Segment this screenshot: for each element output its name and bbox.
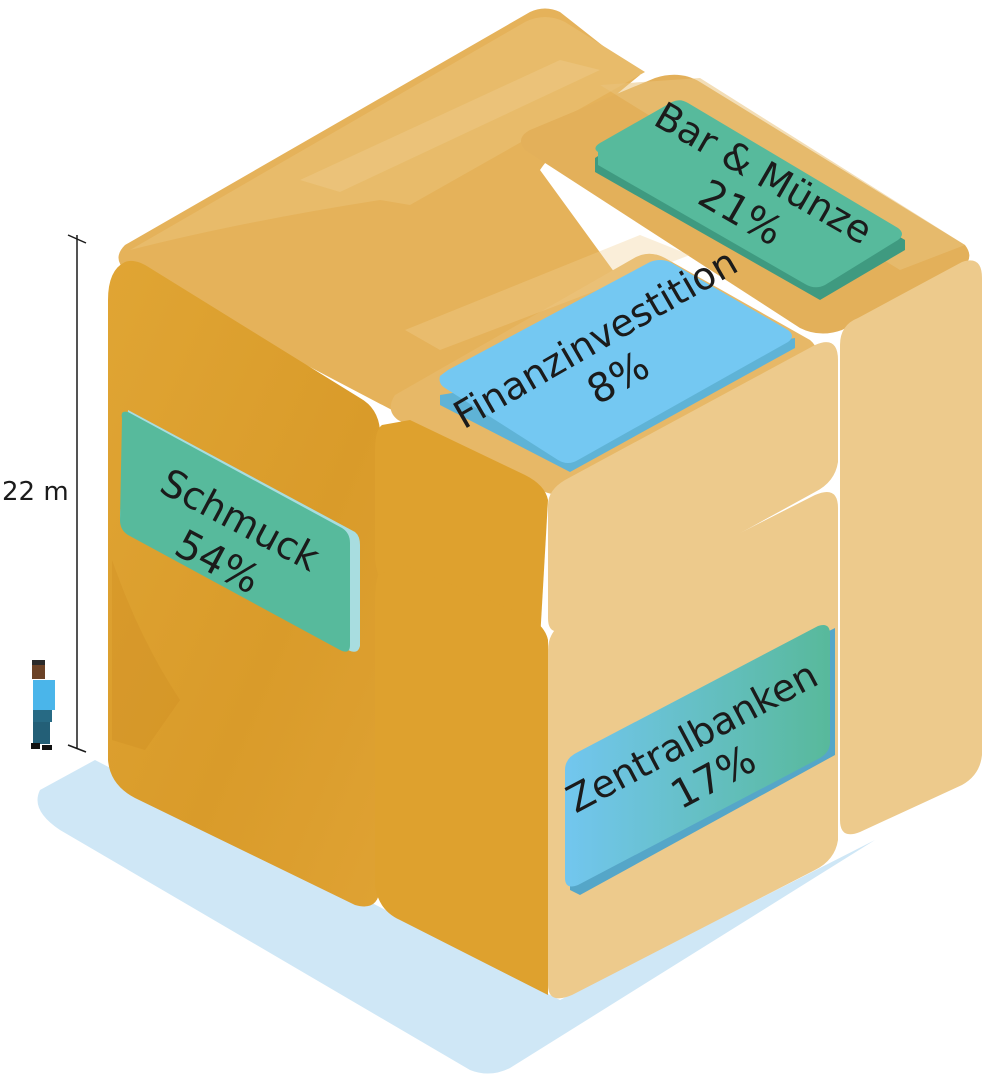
left-face xyxy=(108,260,548,995)
panel-zentralbanken-face xyxy=(565,625,830,887)
height-scale: 22 m xyxy=(2,234,87,753)
panel-bar-muenze-face xyxy=(595,100,902,288)
height-label: 22 m xyxy=(2,477,69,507)
panel-finanzinvestition-face xyxy=(439,260,792,463)
panel-schmuck: Schmuck 54% xyxy=(120,410,360,652)
person-figure xyxy=(31,660,55,750)
panel-schmuck-face xyxy=(120,411,350,652)
